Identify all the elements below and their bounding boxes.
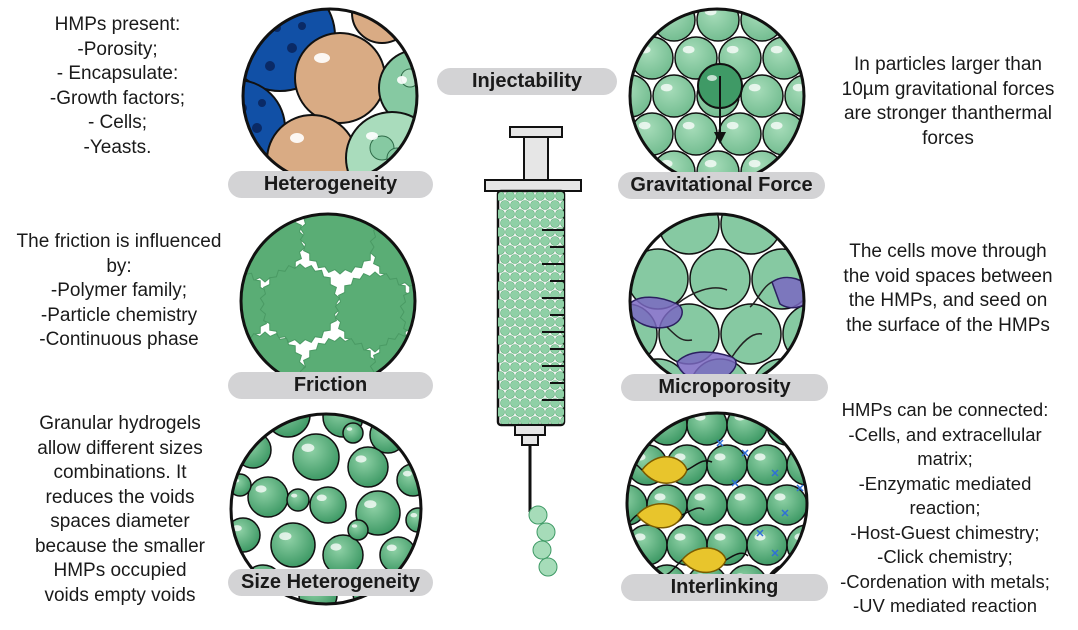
plunger-thumb [510, 127, 562, 137]
hmp-particle [721, 304, 781, 364]
hmp-particle [767, 405, 807, 445]
hmp-particle [370, 417, 406, 453]
friction-illustration [230, 212, 426, 390]
hmp-particle [287, 489, 309, 511]
hmp-particle [697, 0, 739, 41]
syringe-flange [485, 180, 581, 191]
plunger-rod [524, 137, 548, 185]
hmp-particle [348, 520, 368, 540]
hmp-particle [343, 423, 363, 443]
hmp-particle [721, 194, 781, 254]
hmp-particle [248, 477, 288, 517]
hmp-particle [767, 485, 807, 525]
hmp-particle [690, 249, 750, 309]
friction-label: Friction [228, 372, 433, 399]
hmp-particle [727, 485, 767, 525]
hmp-particle [763, 37, 805, 79]
injectability-title: Injectability [437, 68, 617, 95]
hmp-particle [348, 447, 388, 487]
gravitational-force-label: Gravitational Force [618, 172, 825, 199]
syringe-tip [515, 425, 545, 435]
hmp-particle [741, 75, 783, 117]
gravitational-illustration [622, 6, 812, 184]
hmp-particle [687, 405, 727, 445]
hmp-particle [707, 445, 747, 485]
hmp-particle [659, 194, 719, 254]
microporosity-label: Microporosity [621, 374, 828, 401]
hmp-particle [763, 113, 805, 155]
extruded-hmps [529, 506, 557, 576]
heterogeneity-label: Heterogeneity [228, 171, 433, 198]
hmp-particle [687, 485, 727, 525]
size-heterogeneity-label: Size Heterogeneity [228, 569, 433, 596]
hmp-particle [607, 405, 647, 445]
interlinking-label: Interlinking [621, 574, 828, 601]
hmp-particle [310, 487, 346, 523]
hmp-particle [653, 75, 695, 117]
hmp-particle [829, 151, 871, 193]
microporosity-illustration [622, 212, 812, 390]
gravitational-description: In particles larger than 10µm gravitatio… [818, 53, 1078, 151]
hmp-particle [293, 434, 339, 480]
syringe-illustration [470, 120, 610, 590]
heterogeneity-illustration [232, 8, 428, 184]
hmp-particle [785, 0, 827, 41]
heterogeneity-description: HMPs present: -Porosity; - Encapsulate: … [5, 13, 230, 160]
hmp-particle [609, 0, 651, 41]
hmp-particle [747, 525, 787, 565]
hmp-particle [829, 0, 871, 41]
hmp-particle [747, 445, 787, 485]
hmp-particle [271, 523, 315, 567]
hmp-particle [719, 113, 761, 155]
hmp-particle [675, 113, 717, 155]
microporosity-description: The cells move through the void spaces b… [818, 240, 1078, 338]
interlinking-description: HMPs can be connected: -Cells, and extra… [812, 398, 1078, 619]
friction-description: The friction is influenced by: -Polymer … [0, 230, 238, 353]
size-heterogeneity-description: Granular hydrogels allow different sizes… [0, 412, 240, 608]
tan-particle [295, 33, 385, 123]
interlinking-illustration [622, 410, 812, 596]
